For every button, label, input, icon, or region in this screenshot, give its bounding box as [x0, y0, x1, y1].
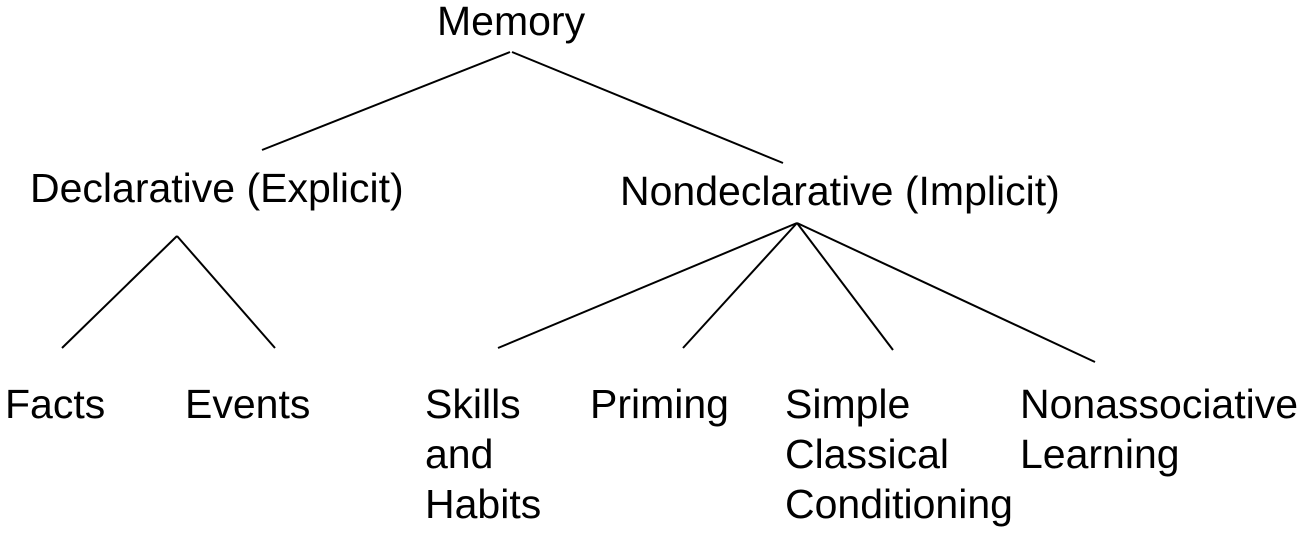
node-priming-label: Priming — [590, 381, 729, 427]
node-events: Events — [185, 379, 310, 429]
node-priming: Priming — [590, 379, 729, 429]
edge-memory-to-declarative — [261, 51, 511, 151]
edge-declarative-to-facts — [61, 235, 178, 349]
node-declarative: Declarative (Explicit) — [30, 163, 404, 213]
node-skills-and-habits-label-line3: Habits — [425, 481, 542, 527]
node-facts-label: Facts — [5, 381, 106, 427]
node-skills-and-habits-label-line2: and — [425, 431, 494, 477]
edge-nondeclarative-to-nonassociative-learning — [796, 222, 1096, 363]
edge-nondeclarative-to-priming — [682, 222, 798, 349]
node-memory: Memory — [437, 0, 585, 46]
node-simple-classical-conditioning-label-line3: Conditioning — [785, 481, 1013, 527]
node-simple-classical-conditioning: Simple Classical Conditioning — [785, 379, 1013, 529]
node-declarative-label: Declarative (Explicit) — [30, 165, 404, 211]
node-skills-and-habits: Skills and Habits — [425, 379, 541, 529]
edge-nondeclarative-to-simple-classical-conditioning — [796, 222, 894, 351]
node-memory-label: Memory — [437, 0, 586, 44]
edge-nondeclarative-to-skills-and-habits — [497, 222, 798, 349]
edge-declarative-to-events — [176, 235, 276, 349]
node-skills-and-habits-label-line1: Skills — [425, 381, 521, 427]
node-nonassociative-learning: Nonassociative Learning — [1020, 379, 1298, 479]
node-events-label: Events — [185, 381, 311, 427]
node-simple-classical-conditioning-label-line1: Simple — [785, 381, 911, 427]
node-nondeclarative: Nondeclarative (Implicit) — [620, 166, 1060, 216]
node-nonassociative-learning-label-line2: Learning — [1020, 431, 1180, 477]
node-nonassociative-learning-label-line1: Nonassociative — [1020, 381, 1299, 427]
node-nondeclarative-label: Nondeclarative (Implicit) — [620, 168, 1060, 214]
edge-memory-to-nondeclarative — [511, 51, 784, 164]
node-facts: Facts — [5, 379, 105, 429]
node-simple-classical-conditioning-label-line2: Classical — [785, 431, 950, 477]
